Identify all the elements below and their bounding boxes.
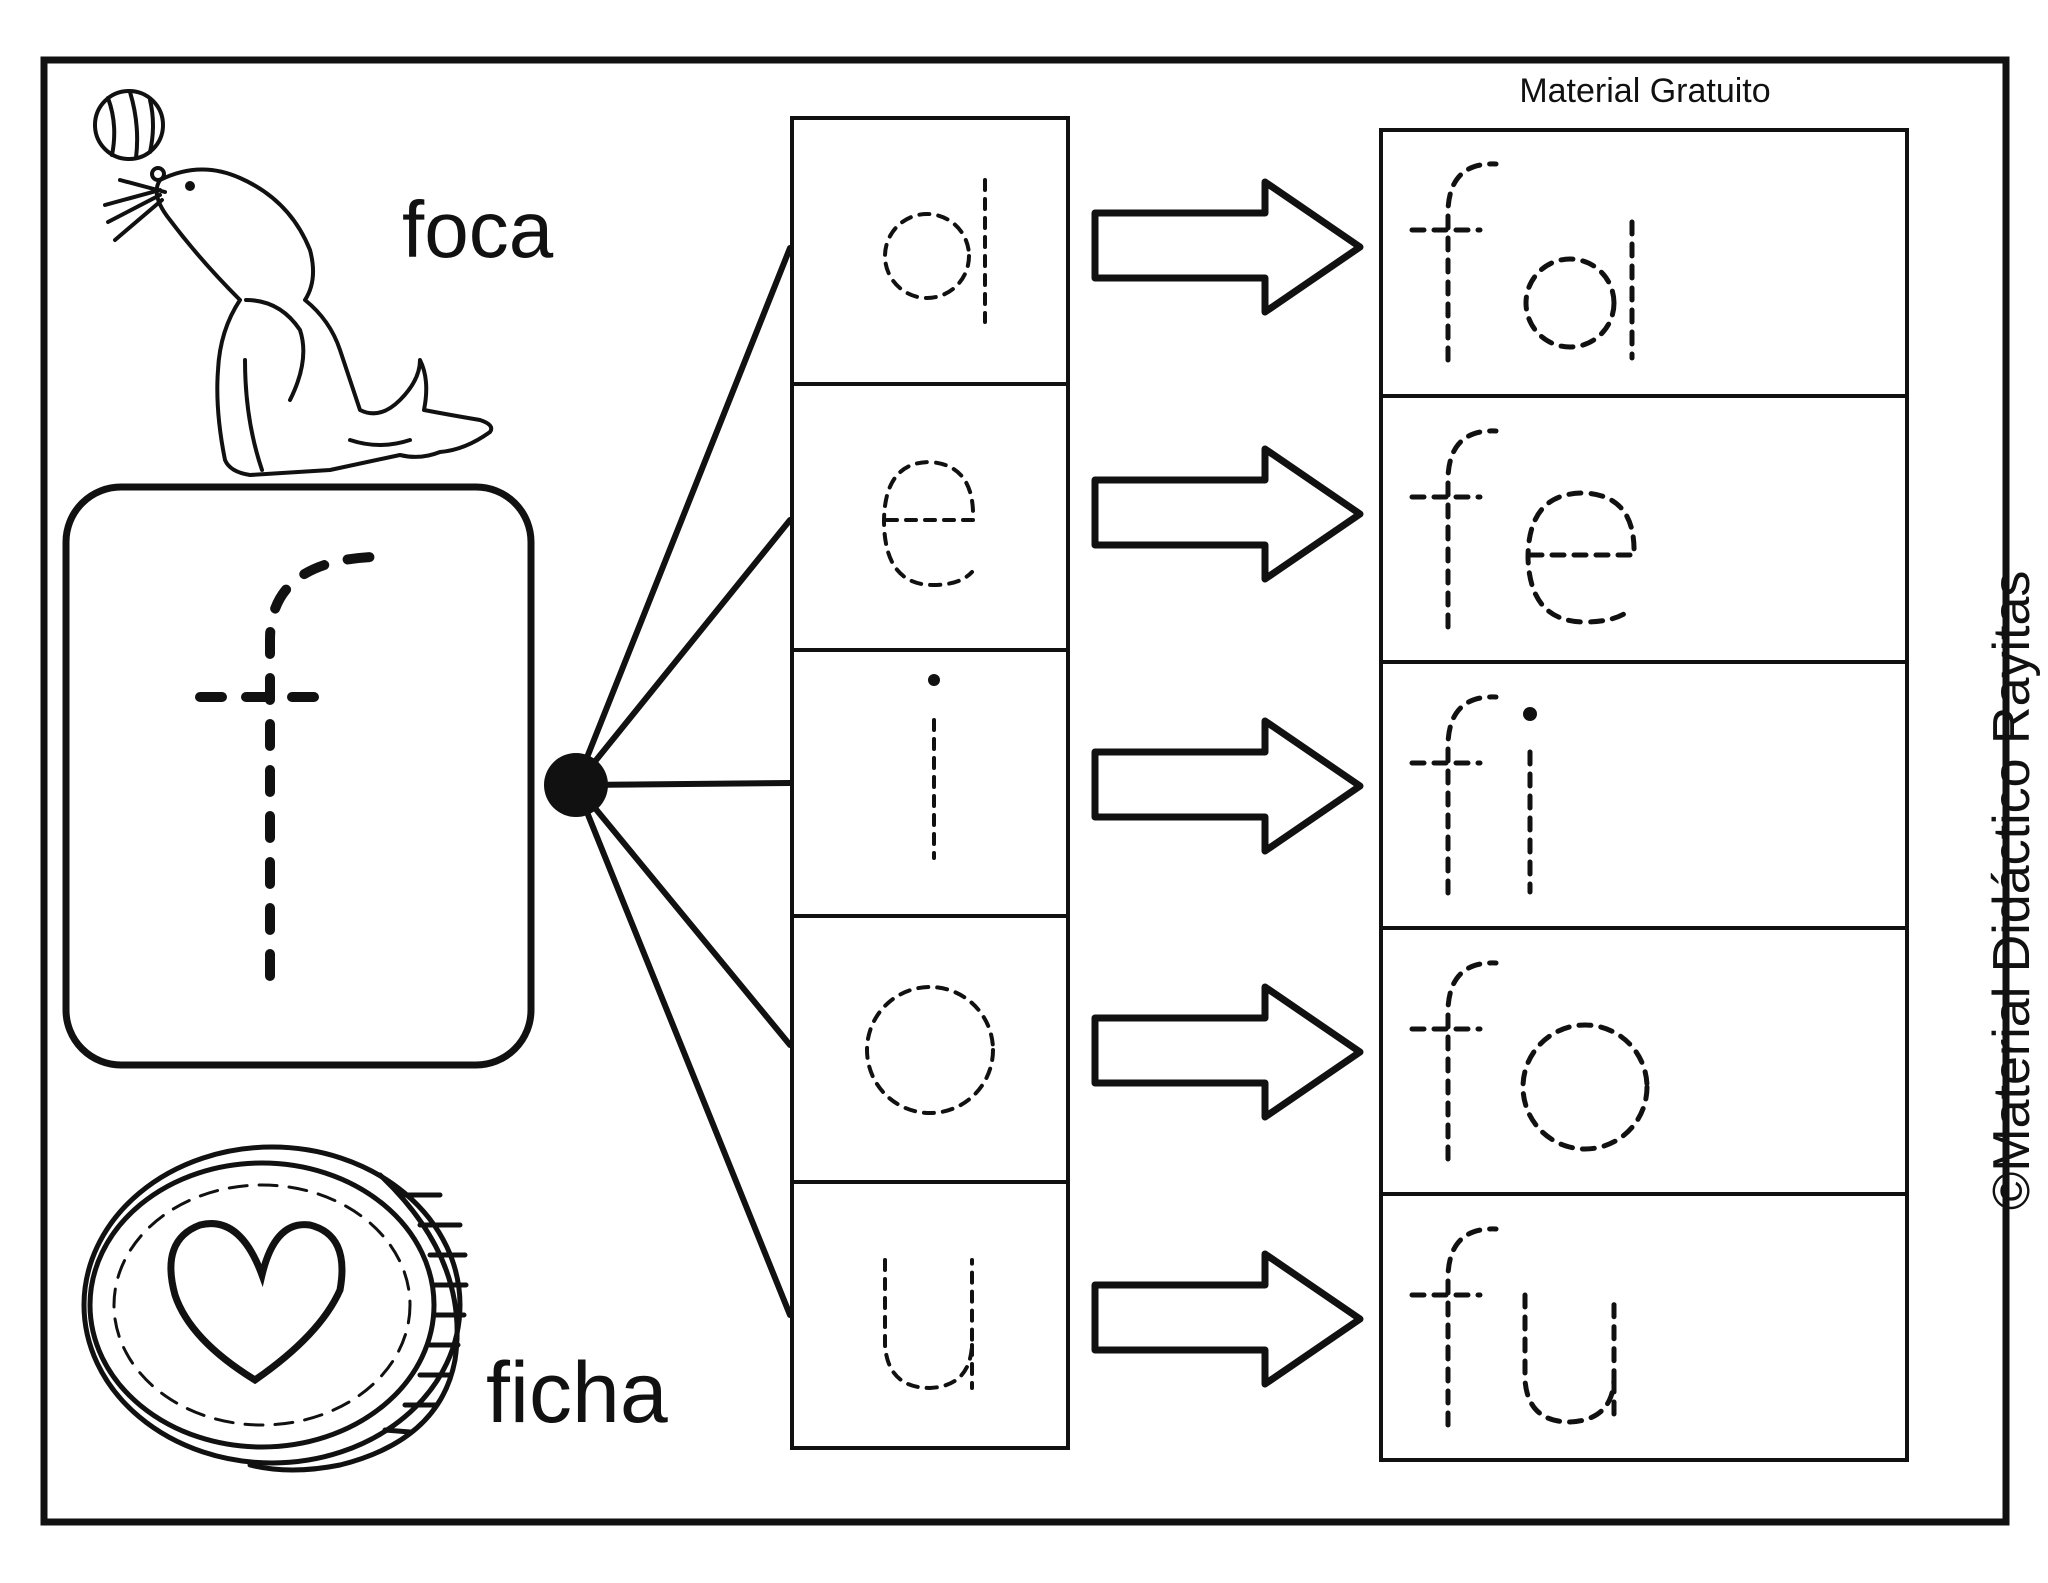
dotted-syllable-fi (1409, 694, 1533, 896)
dotted-vowel-o (865, 985, 995, 1115)
header-label: Material Gratuito (1519, 72, 1771, 110)
vowel-i-dot (928, 674, 940, 686)
right-arrow-icon (1091, 445, 1364, 583)
dotted-vowel-e (881, 459, 976, 588)
syllable-column (1379, 128, 1909, 1462)
word-bottom: ficha (486, 1345, 668, 1441)
copyright-credit: ©Material Didáctico Rayitas (1983, 570, 2041, 1210)
connector-lines (573, 245, 793, 1318)
dotted-syllable-fo (1409, 960, 1650, 1162)
right-arrow-icon (1091, 178, 1364, 316)
dotted-syllable-fa (1409, 161, 1635, 363)
letter-card (62, 483, 535, 1069)
right-arrow-icon (1091, 717, 1364, 855)
word-top: foca (402, 185, 554, 274)
dotted-vowel-a (883, 178, 987, 324)
dotted-syllable-fu (1409, 1226, 1617, 1428)
dotted-letter-f (195, 552, 377, 981)
dotted-syllable-fe (1409, 428, 1637, 630)
heart-coin-icon (81, 1144, 469, 1473)
seal-with-ball-icon (93, 89, 494, 477)
page-border (40, 56, 2010, 1526)
right-arrow-icon (1091, 1250, 1364, 1388)
dotted-vowel-u (883, 1258, 974, 1391)
vowel-column (790, 116, 1070, 1450)
syllable-fi-dot (1523, 707, 1537, 721)
right-arrow-icon (1091, 983, 1364, 1121)
